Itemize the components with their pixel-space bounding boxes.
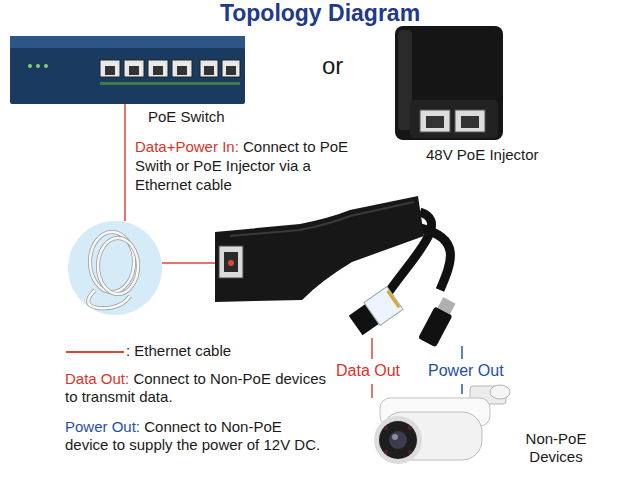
ethernet-wire [124, 104, 126, 221]
device-node: 48V PoE Injector [424, 144, 543, 166]
device-label: Non-PoE Devices [508, 430, 604, 466]
device-node: Non-PoE Devices [506, 428, 606, 468]
legend-text: : Ethernet cable [126, 342, 231, 359]
cable-coil-figure [68, 221, 162, 315]
port-label-part: Power Out [428, 362, 504, 379]
poe-switch-figure [10, 36, 245, 104]
description: Power Out:Connect to Non-PoE device to s… [65, 418, 327, 453]
leader-line [461, 384, 463, 394]
or-text: or [322, 52, 372, 80]
port-label: Data Out [336, 361, 416, 381]
leader-line [461, 346, 463, 359]
description-part: Data+Power In: [135, 138, 239, 155]
diagram-title: Topology Diagram [0, 0, 640, 26]
poe-injector-figure [395, 26, 503, 140]
device-label: PoE Switch [148, 108, 227, 126]
description: Data Out:Connect to Non-PoE devices to t… [65, 370, 327, 406]
camera-figure [374, 385, 510, 464]
poe-splitter-figure [215, 196, 458, 347]
port-label-part: Data Out [336, 362, 400, 379]
description-part: Power Out: [65, 418, 140, 435]
or-text-part: or [322, 52, 343, 79]
leader-line [371, 384, 373, 398]
ethernet-wire [162, 262, 224, 264]
port-label: Power Out [428, 361, 518, 381]
device-label: 48V PoE Injector [426, 146, 541, 164]
leader-line [371, 338, 373, 359]
device-node: PoE Switch [146, 106, 229, 128]
legend-line-sample [66, 351, 124, 353]
description: Data+Power In:Connect to PoE Swith or Po… [135, 137, 349, 194]
legend-row: : Ethernet cable [66, 341, 231, 360]
description-part: Data Out: [65, 370, 129, 387]
